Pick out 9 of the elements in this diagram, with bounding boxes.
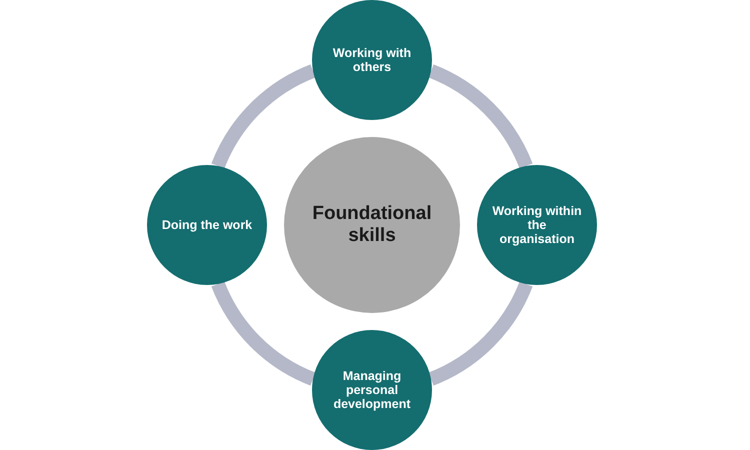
- topic-label: Working with others: [332, 46, 412, 74]
- topic-label: Doing the work: [162, 218, 252, 232]
- ring-connector: [212, 64, 316, 169]
- ring-connector: [212, 281, 316, 386]
- topic-label: Working within the organisation: [491, 204, 583, 246]
- center-label: Foundational skills: [311, 203, 433, 247]
- ring-connector: [428, 281, 532, 386]
- topic-label: Managing personal development: [332, 369, 412, 411]
- ring-connector: [428, 64, 532, 169]
